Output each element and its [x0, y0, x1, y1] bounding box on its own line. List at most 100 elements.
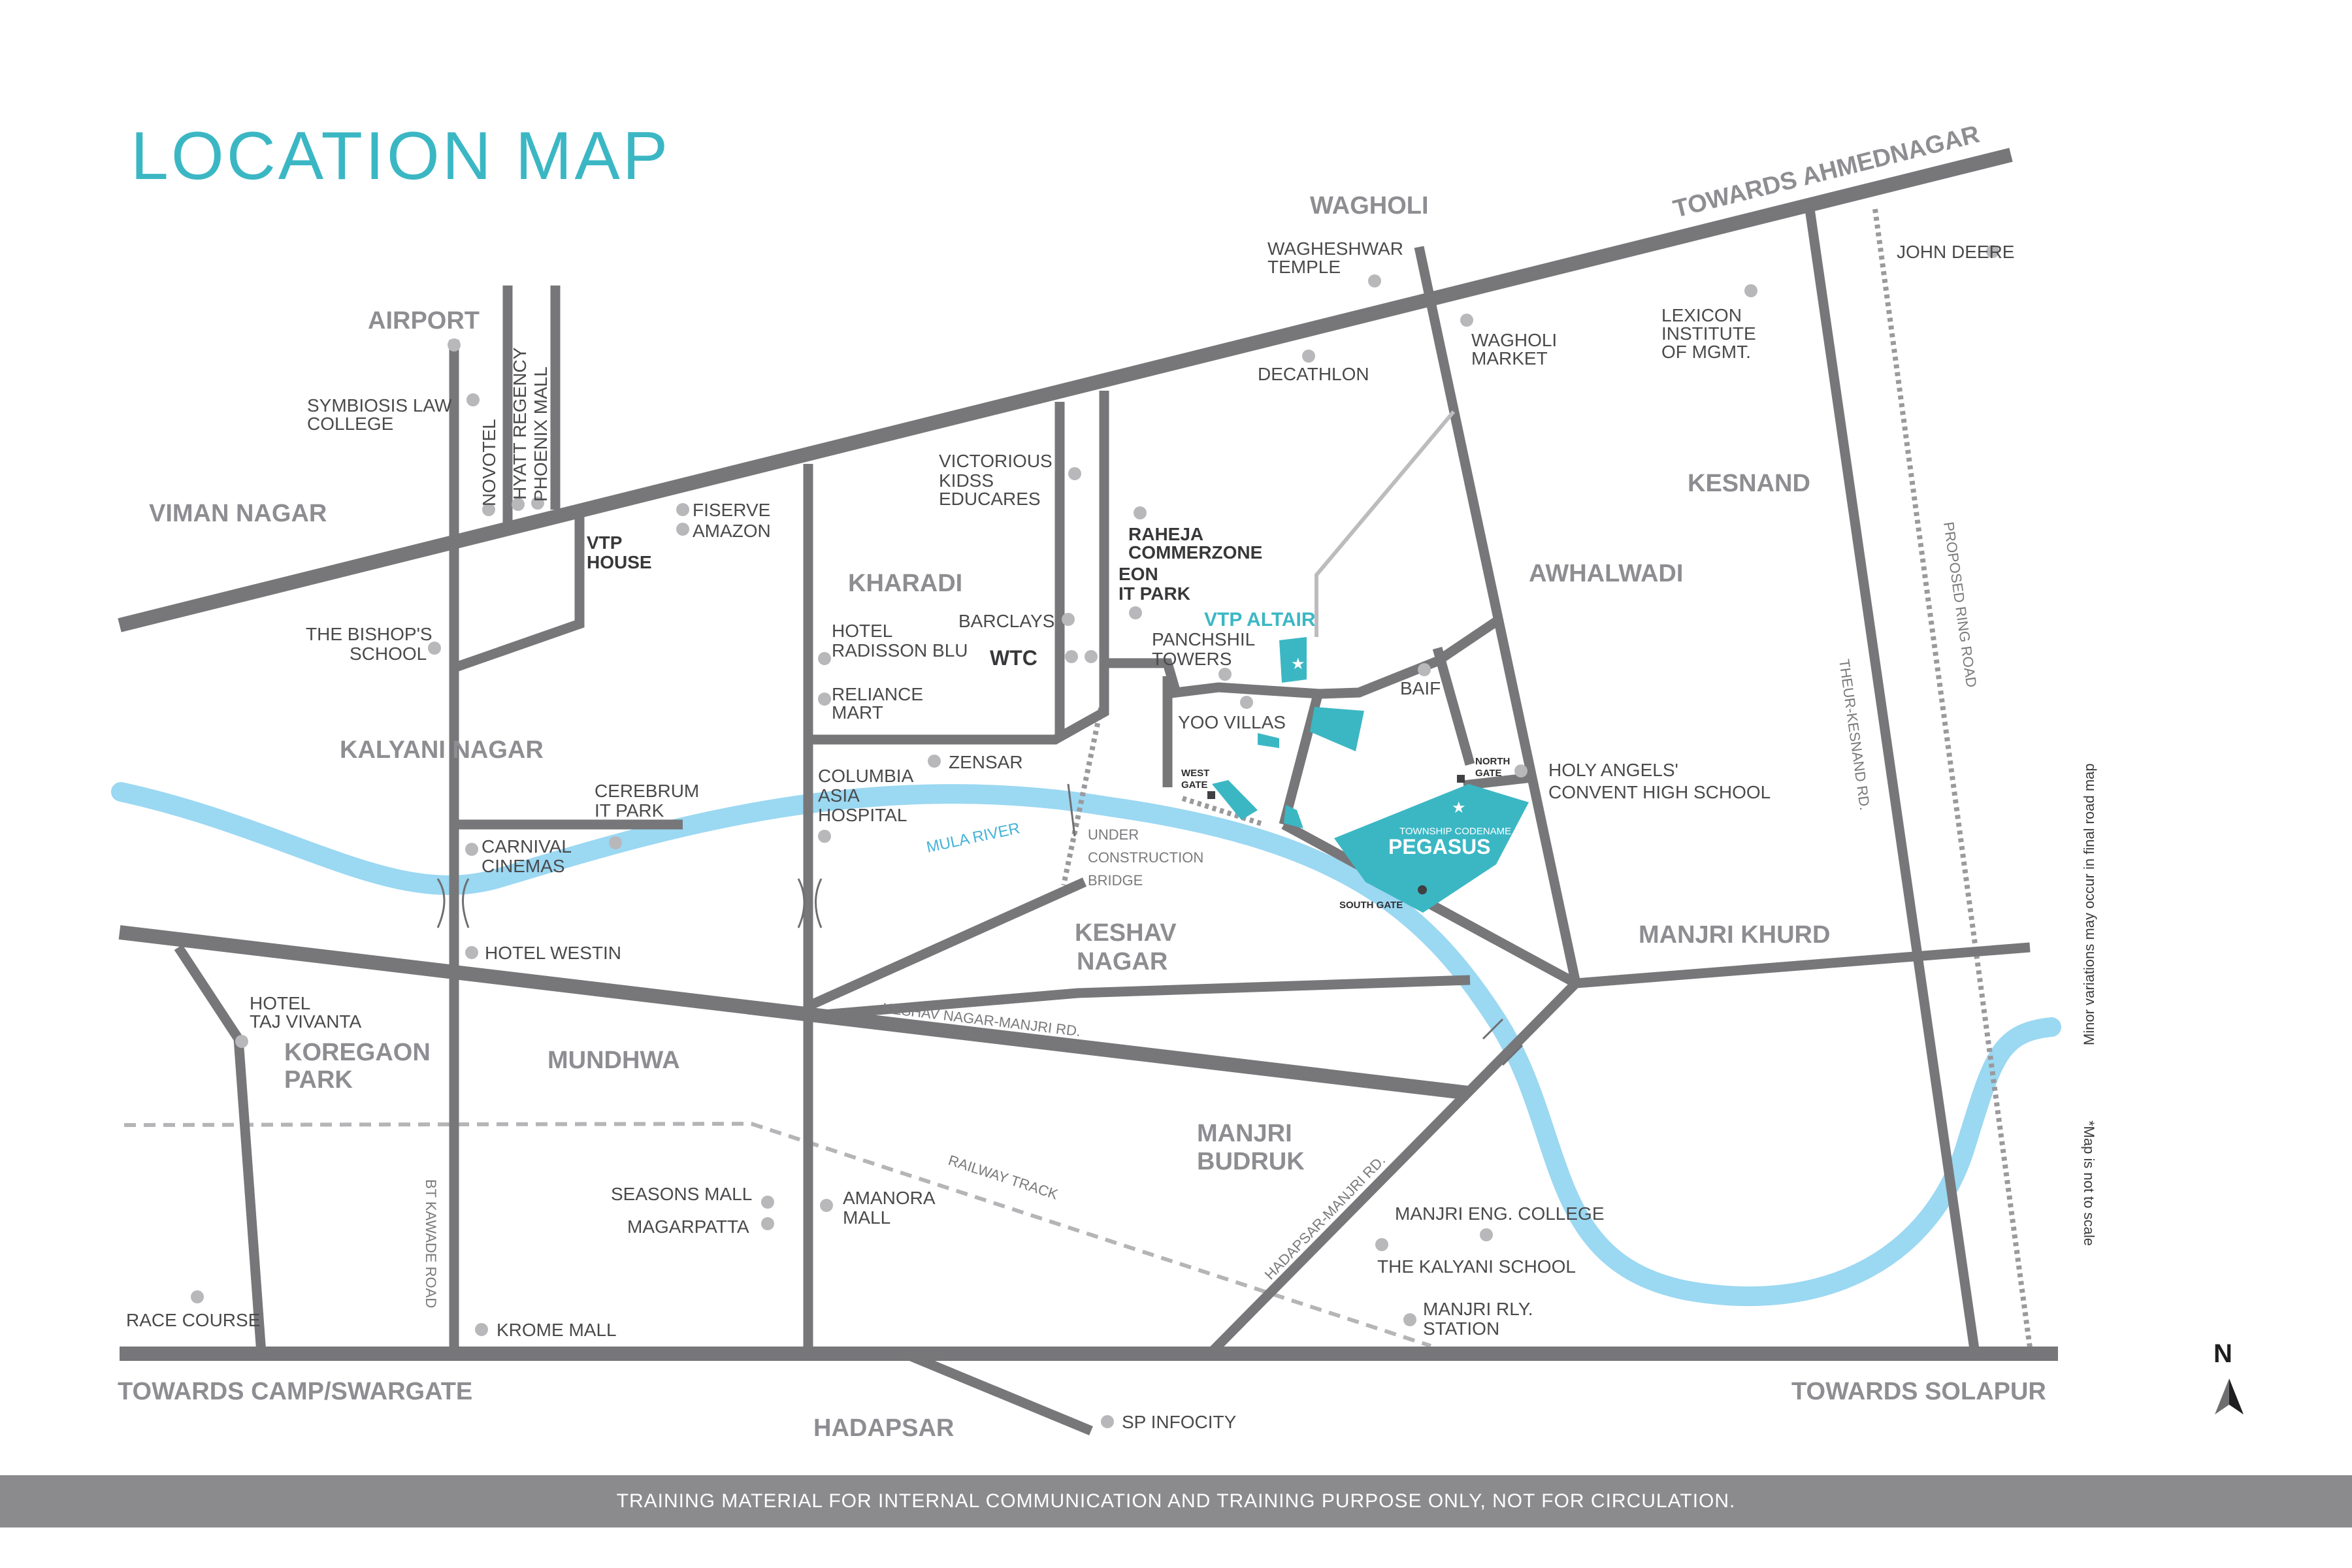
svg-text:SEASONS MALL: SEASONS MALL	[611, 1184, 752, 1204]
bridge-markers	[436, 783, 1524, 1066]
svg-text:BARCLAYS: BARCLAYS	[958, 611, 1054, 631]
svg-text:MANJRI: MANJRI	[1197, 1120, 1292, 1147]
gate-pins	[1207, 775, 1465, 894]
svg-text:VICTORIOUS: VICTORIOUS	[939, 451, 1053, 471]
svg-text:TOWERS: TOWERS	[1152, 649, 1232, 669]
svg-text:WTC: WTC	[990, 646, 1037, 670]
river-label: MULA RIVER	[925, 819, 1022, 857]
svg-text:STATION: STATION	[1423, 1318, 1499, 1339]
pegasus-label: PEGASUS	[1388, 835, 1490, 858]
svg-text:RACE COURSE: RACE COURSE	[126, 1310, 260, 1330]
svg-text:CINEMAS: CINEMAS	[482, 856, 565, 876]
svg-text:NOVOTEL: NOVOTEL	[479, 419, 499, 506]
svg-text:KESHAV: KESHAV	[1075, 919, 1177, 947]
svg-text:BT KAWADE ROAD: BT KAWADE ROAD	[423, 1179, 439, 1308]
svg-text:HADAPSAR: HADAPSAR	[813, 1414, 954, 1442]
svg-text:SOUTH GATE: SOUTH GATE	[1339, 900, 1403, 911]
svg-text:IT PARK: IT PARK	[595, 800, 664, 821]
south-parcel	[1284, 805, 1303, 828]
svg-text:THEUR-KESNAND RD.: THEUR-KESNAND RD.	[1836, 658, 1873, 811]
svg-text:MALL: MALL	[843, 1207, 890, 1228]
svg-text:COLUMBIA: COLUMBIA	[818, 766, 914, 786]
svg-text:RADISSON BLU: RADISSON BLU	[832, 640, 968, 661]
svg-text:SCHOOL: SCHOOL	[350, 644, 427, 664]
svg-text:KESNAND: KESNAND	[1688, 470, 1810, 497]
svg-text:HOTEL: HOTEL	[250, 993, 310, 1013]
svg-text:MAGARPATTA: MAGARPATTA	[627, 1217, 749, 1237]
svg-text:VTP: VTP	[587, 532, 622, 553]
svg-text:HOUSE: HOUSE	[587, 552, 652, 572]
svg-text:OF MGMT.: OF MGMT.	[1661, 342, 1751, 362]
svg-text:BRIDGE: BRIDGE	[1088, 872, 1143, 889]
vtp-altair-link	[1315, 410, 1456, 637]
svg-text:AMANORA: AMANORA	[843, 1188, 936, 1208]
svg-text:HOSPITAL: HOSPITAL	[818, 805, 907, 825]
svg-text:CEREBRUM: CEREBRUM	[595, 781, 699, 801]
area-labels: WAGHOLI AIRPORT VIMAN NAGAR KHARADI KALY…	[149, 192, 1830, 1442]
west-gate-access	[1181, 796, 1266, 827]
svg-text:CONVENT HIGH SCHOOL: CONVENT HIGH SCHOOL	[1548, 782, 1771, 802]
direction-solapur: TOWARDS SOLAPUR	[1791, 1378, 2046, 1405]
svg-text:YOO VILLAS: YOO VILLAS	[1178, 712, 1286, 732]
svg-text:HOLY ANGELS': HOLY ANGELS'	[1548, 760, 1678, 780]
svg-text:MANJRI ENG. COLLEGE: MANJRI ENG. COLLEGE	[1395, 1203, 1605, 1224]
svg-text:MANJRI KHURD: MANJRI KHURD	[1639, 921, 1830, 949]
svg-text:KIDSS: KIDSS	[939, 470, 994, 491]
svg-text:CONSTRUCTION: CONSTRUCTION	[1088, 849, 1203, 866]
svg-text:MART: MART	[832, 702, 883, 723]
svg-text:KROME MALL: KROME MALL	[497, 1320, 617, 1340]
svg-text:EDUCARES: EDUCARES	[939, 489, 1041, 509]
svg-text:PHOENIX MALL: PHOENIX MALL	[531, 367, 551, 502]
secondary-roads	[174, 208, 2031, 1435]
north-arrow-icon: N	[2213, 1339, 2244, 1414]
svg-text:WEST: WEST	[1181, 768, 1209, 779]
svg-text:AIRPORT: AIRPORT	[368, 307, 480, 335]
svg-text:FISERVE: FISERVE	[693, 500, 770, 520]
svg-text:AMAZON: AMAZON	[693, 521, 771, 541]
vtp-project-parcels: ★ ★	[1212, 637, 1529, 913]
direction-camp-swargate: TOWARDS CAMP/SWARGATE	[118, 1378, 472, 1405]
svg-text:MARKET: MARKET	[1471, 348, 1548, 368]
yoo-villas-parcel	[1258, 733, 1279, 748]
svg-text:AWHALWADI: AWHALWADI	[1529, 560, 1683, 587]
under-construction-bridge-road	[1061, 692, 1107, 886]
codename-label: TOWNSHIP CODENAME	[1399, 826, 1511, 837]
svg-text:SYMBIOSIS LAW: SYMBIOSIS LAW	[307, 395, 452, 416]
svg-text:MANJRI RLY.: MANJRI RLY.	[1423, 1299, 1533, 1319]
svg-text:RELIANCE: RELIANCE	[832, 684, 923, 704]
svg-text:GATE: GATE	[1181, 779, 1208, 791]
svg-text:BAIF: BAIF	[1400, 678, 1441, 698]
svg-text:PARK: PARK	[284, 1066, 353, 1094]
page-title: LOCATION MAP	[131, 118, 671, 194]
svg-text:THE KALYANI SCHOOL: THE KALYANI SCHOOL	[1377, 1256, 1576, 1277]
pegasus-parcel	[1334, 784, 1529, 913]
svg-text:WAGHOLI: WAGHOLI	[1310, 192, 1429, 220]
svg-text:VIMAN NAGAR: VIMAN NAGAR	[149, 500, 327, 527]
svg-text:JOHN DEERE: JOHN DEERE	[1897, 242, 2014, 262]
svg-text:PROPOSED RING ROAD: PROPOSED RING ROAD	[1940, 521, 1980, 688]
svg-text:WAGHOLI: WAGHOLI	[1471, 330, 1557, 350]
svg-text:IT PARK: IT PARK	[1119, 583, 1190, 604]
place-labels: WAGHESHWAR TEMPLE JOHN DEERE LEXICON INS…	[126, 238, 2014, 1432]
svg-text:HYATT REGENCY: HYATT REGENCY	[510, 347, 530, 500]
svg-text:COLLEGE: COLLEGE	[307, 414, 393, 434]
svg-text:BUDRUK: BUDRUK	[1197, 1148, 1305, 1175]
star-icon: ★	[1291, 655, 1305, 673]
svg-text:HOTEL WESTIN: HOTEL WESTIN	[485, 943, 621, 963]
svg-text:PANCHSHIL: PANCHSHIL	[1152, 629, 1255, 649]
svg-text:HOTEL: HOTEL	[832, 621, 892, 641]
svg-text:UNDER: UNDER	[1088, 826, 1139, 843]
svg-text:NORTH: NORTH	[1475, 756, 1510, 767]
west-gate-parcel	[1212, 780, 1258, 820]
svg-text:N: N	[2213, 1339, 2232, 1368]
svg-text:TAJ VIVANTA: TAJ VIVANTA	[250, 1011, 361, 1032]
svg-text:KOREGAON: KOREGAON	[284, 1039, 431, 1066]
svg-text:INSTITUTE: INSTITUTE	[1661, 323, 1756, 344]
svg-text:WAGHESHWAR: WAGHESHWAR	[1267, 238, 1403, 259]
svg-text:MUNDHWA: MUNDHWA	[547, 1047, 680, 1074]
scale-note: *Map is not to scale	[2081, 1120, 2097, 1246]
railway-track	[123, 1121, 1431, 1348]
svg-text:RAHEJA: RAHEJA	[1128, 524, 1203, 544]
svg-text:CARNIVAL: CARNIVAL	[482, 836, 572, 857]
